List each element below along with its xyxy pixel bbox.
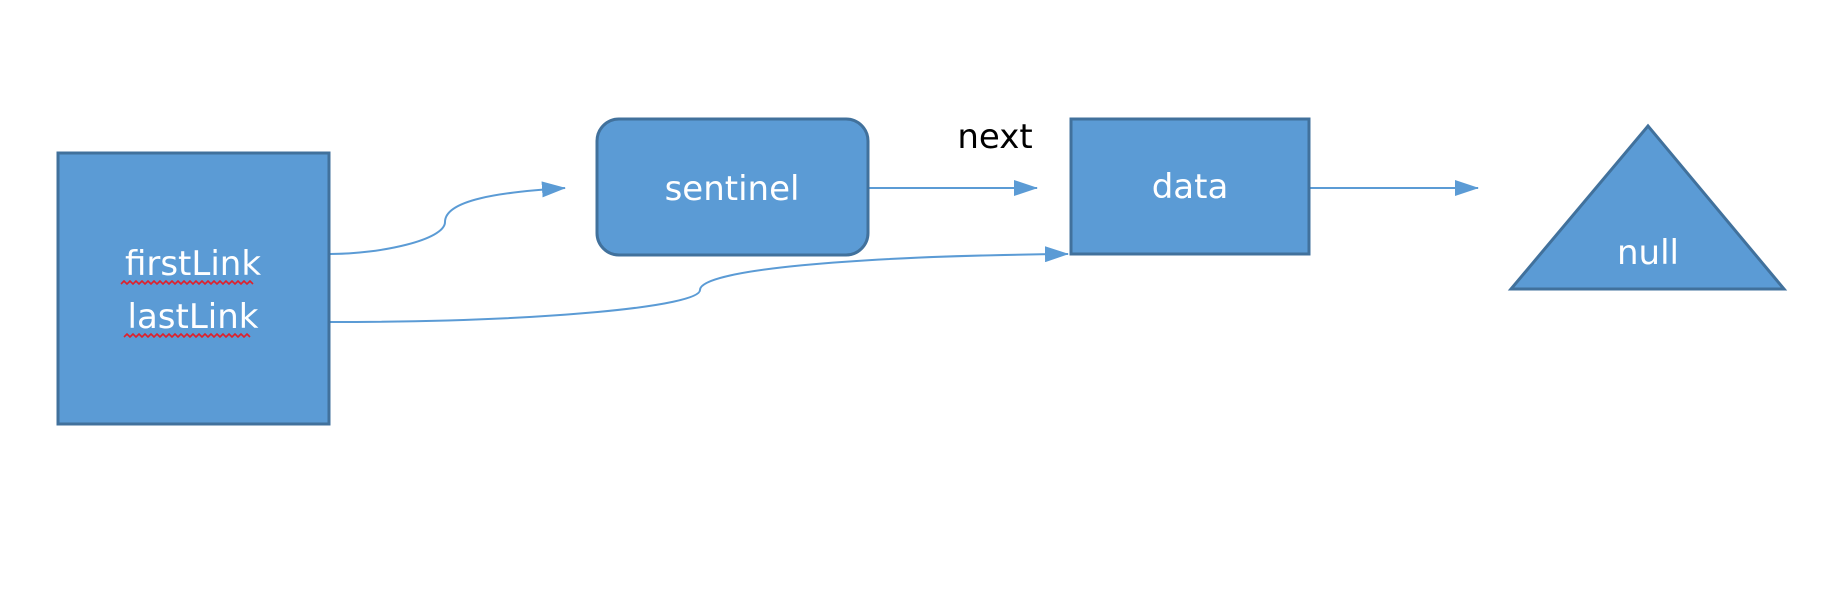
node-list-head-last-link-label: lastLink [128,297,259,337]
edge-last-link [329,246,1069,323]
node-data [1069,117,1311,256]
edge-label-next: next [957,117,1032,157]
spellcheck-underline-first-link [120,279,254,286]
spellcheck-underline-last-link [123,332,251,339]
node-data-label: data [1152,167,1229,207]
node-list-head [56,151,331,426]
node-null-label: null [1617,233,1679,273]
node-null [1507,123,1788,291]
node-list-head-first-link-label: firstLink [125,244,261,284]
edge-first-link [329,181,566,255]
node-sentinel [595,117,870,257]
node-sentinel-label: sentinel [665,169,800,209]
